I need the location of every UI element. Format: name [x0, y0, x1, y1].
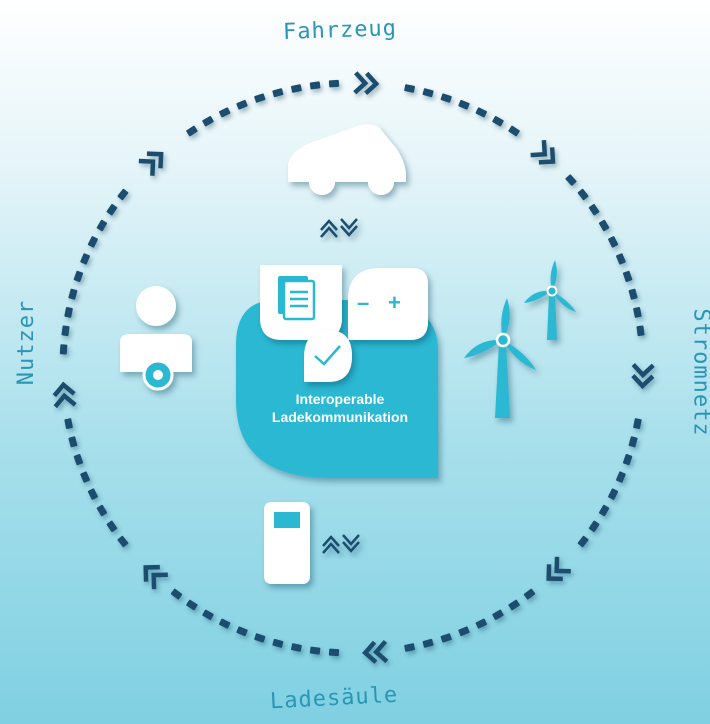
ring-chevron [52, 381, 77, 409]
ring-dash [577, 535, 589, 548]
ring-dash [598, 504, 610, 517]
ring-dash [565, 174, 577, 186]
ring-dash [492, 116, 504, 127]
ring-dash [59, 344, 68, 355]
ring-dash [622, 454, 633, 466]
ring-dash [96, 504, 108, 517]
ring-dash [622, 270, 633, 282]
ring-dash [608, 236, 619, 248]
ring-dash [616, 471, 626, 483]
ring-dash [475, 107, 487, 118]
wind-turbine-icon [464, 260, 576, 418]
ring-dash [404, 84, 416, 93]
hub-caption-line2: Ladekommunikation [271, 409, 409, 425]
ring-dash [628, 436, 638, 448]
ring-dash [492, 609, 504, 620]
ring-dash [106, 203, 118, 216]
ring-dash [68, 288, 78, 300]
charging-station-icon [264, 502, 310, 584]
ring-dash [508, 125, 520, 137]
ring-dash [616, 253, 626, 265]
ring-dash [202, 116, 214, 127]
ring-dash [290, 643, 302, 652]
ring-dash [68, 436, 78, 448]
ring-dash [404, 643, 416, 652]
battery-icon [348, 268, 428, 340]
ring-chevron [362, 639, 389, 664]
ring-chevron [530, 139, 556, 165]
checkmark-icon [304, 330, 352, 382]
ring-dash [219, 107, 231, 118]
ring-dash [170, 588, 183, 600]
ring-dash [588, 203, 600, 216]
ring-dash [80, 253, 90, 265]
label-stromnetz: Stromnetz [688, 308, 710, 437]
ring-dash [64, 306, 73, 318]
station-exchange-arrows-icon [322, 534, 360, 554]
ring-dash [219, 618, 231, 629]
ring-dash [272, 638, 284, 648]
ring-dash [96, 219, 108, 232]
ring-dash [628, 288, 638, 300]
ring-dash [577, 188, 589, 201]
ring-chevron [353, 71, 380, 95]
ring-dash [508, 599, 520, 611]
ring-dash [186, 599, 198, 611]
ring-dash [309, 646, 321, 655]
ring-dash [73, 270, 84, 282]
ring-dash [254, 633, 266, 643]
ring-dash [73, 454, 84, 466]
ring-chevron [631, 363, 655, 390]
ring-dash [272, 88, 284, 98]
ring-dash [64, 418, 73, 430]
ring-chevron [143, 564, 168, 590]
hub-caption: Interoperable Ladekommunikation [240, 390, 440, 426]
ring-dash [61, 325, 70, 337]
ring-dash [440, 93, 452, 103]
ring-dash [523, 588, 536, 600]
ring-dash [636, 325, 645, 337]
ring-dash [87, 488, 98, 500]
ring-dash [475, 618, 487, 629]
ring-dash [588, 520, 600, 533]
ring-dash [422, 88, 434, 98]
ring-dash [458, 626, 470, 637]
label-fahrzeug: Fahrzeug [282, 16, 398, 45]
ring-dash [422, 638, 434, 648]
documents-icon [260, 265, 342, 340]
ring-dash [458, 99, 470, 110]
car-icon [288, 124, 406, 195]
ring-dash [80, 471, 90, 483]
ring-dash [328, 79, 340, 88]
ring-dash [328, 648, 340, 657]
ring-dash [186, 125, 198, 137]
ring-dash [290, 84, 302, 93]
ring-dash [106, 520, 118, 533]
ring-dash [633, 418, 642, 430]
ring-dash [254, 93, 266, 103]
ring-dash [633, 306, 642, 318]
ring-dash [440, 633, 452, 643]
ring-chevron [546, 556, 571, 582]
ring-chevron [138, 151, 164, 176]
hub-caption-line1: Interoperable [295, 391, 385, 407]
label-nutzer: Nutzer [14, 299, 40, 386]
ring-dash [87, 236, 98, 248]
battery-minus-sign: – [357, 290, 370, 315]
ring-dash [598, 219, 610, 232]
ring-dash [608, 488, 619, 500]
ring-dash [236, 626, 248, 637]
user-icon [120, 286, 192, 391]
ring-dash [117, 535, 129, 548]
ring-dash [117, 188, 129, 201]
ring-dash [236, 99, 248, 110]
ring-dash [202, 609, 214, 620]
hub-blob [236, 300, 438, 478]
car-exchange-arrows-icon [320, 218, 358, 238]
battery-plus-sign: + [388, 290, 401, 315]
ring-dash [309, 81, 321, 90]
